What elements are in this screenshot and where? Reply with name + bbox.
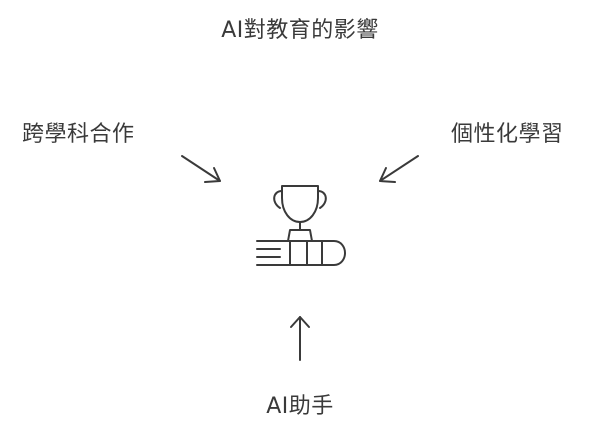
arrow-bottom-icon xyxy=(290,316,310,361)
diagram-title: AI對教育的影響 xyxy=(221,18,379,43)
arrow-right-icon xyxy=(379,155,419,183)
arrow-left-icon xyxy=(181,155,221,183)
label-personalized-learning: 個性化學習 xyxy=(451,122,564,147)
trophy-on-book-icon xyxy=(256,185,346,266)
label-ai-assistant: AI助手 xyxy=(266,394,334,419)
label-interdisciplinary: 跨學科合作 xyxy=(22,122,135,147)
